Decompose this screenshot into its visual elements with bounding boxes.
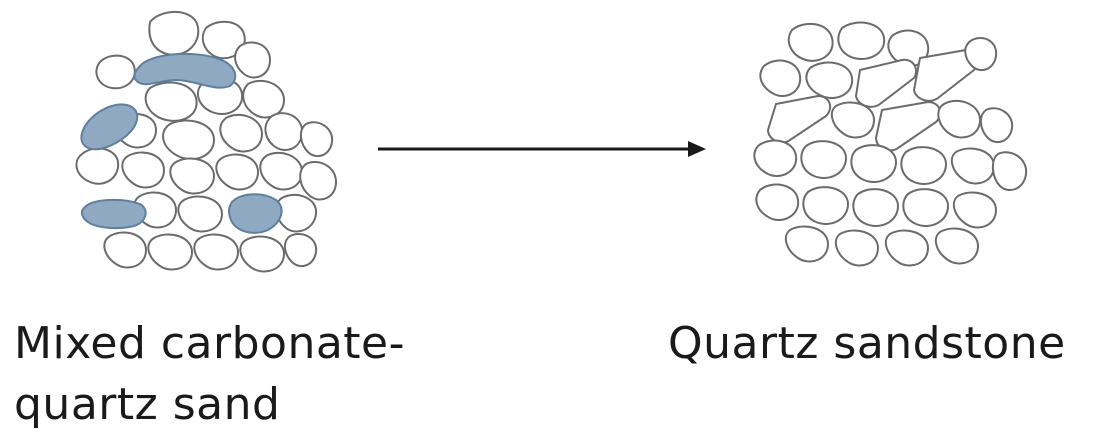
quartz-grain <box>75 147 120 185</box>
quartz-grain <box>937 99 981 139</box>
carbonate-grain <box>228 193 283 234</box>
quartz-grain <box>753 139 798 177</box>
quartz-grain <box>755 183 800 221</box>
after-label: Quartz sandstone <box>668 318 1066 369</box>
quartz-grain <box>759 59 802 97</box>
carbonate-grain <box>133 52 237 89</box>
quartz-grain <box>239 235 285 273</box>
quartz-grain <box>193 233 239 271</box>
carbonate-grain <box>80 103 139 151</box>
quartz-grain <box>834 229 879 267</box>
quartz-grain <box>884 229 929 267</box>
quartz-grain <box>952 191 997 229</box>
quartz-grain <box>800 140 847 179</box>
quartz-grain <box>837 21 886 60</box>
transformation-arrow <box>378 141 706 157</box>
quartz-grain <box>902 188 949 227</box>
quartz-grain <box>767 95 832 144</box>
quartz-grain <box>950 147 995 185</box>
carbonate-grain <box>80 198 147 230</box>
quartz-grain <box>121 151 165 189</box>
quartz-grain <box>144 81 198 122</box>
quartz-grain <box>162 119 215 161</box>
quartz-grain <box>830 101 875 139</box>
before-label-line-2: quartz sand <box>14 379 281 430</box>
quartz-sandstone-grain-cluster <box>753 21 1028 267</box>
quartz-grain <box>299 161 337 201</box>
quartz-grain <box>234 41 271 79</box>
quartz-grain <box>103 231 147 269</box>
quartz-grain <box>215 153 259 191</box>
quartz-grain <box>147 233 193 271</box>
quartz-grain <box>805 61 854 99</box>
quartz-grain <box>177 195 223 233</box>
quartz-grain <box>169 157 215 195</box>
quartz-grain <box>148 11 200 56</box>
quartz-grain <box>855 58 918 108</box>
quartz-grain <box>964 37 998 72</box>
before-label-line-1: Mixed carbonate- <box>14 318 406 369</box>
quartz-grain <box>787 22 834 62</box>
quartz-grain <box>264 112 304 151</box>
quartz-grain <box>980 107 1014 144</box>
quartz-grain <box>242 79 285 119</box>
quartz-grain <box>284 233 318 268</box>
quartz-grain <box>875 101 942 152</box>
quartz-grain <box>992 151 1028 191</box>
quartz-grain <box>850 144 897 183</box>
quartz-grain <box>219 113 263 153</box>
quartz-grain <box>784 225 829 263</box>
quartz-grain <box>300 121 334 158</box>
mixed-sand-grain-cluster <box>75 11 337 273</box>
quartz-grain <box>802 186 849 225</box>
quartz-grain <box>900 146 947 185</box>
quartz-grain <box>259 151 303 191</box>
quartz-grain <box>95 54 136 90</box>
quartz-grain <box>934 227 979 265</box>
quartz-grain <box>852 188 899 227</box>
